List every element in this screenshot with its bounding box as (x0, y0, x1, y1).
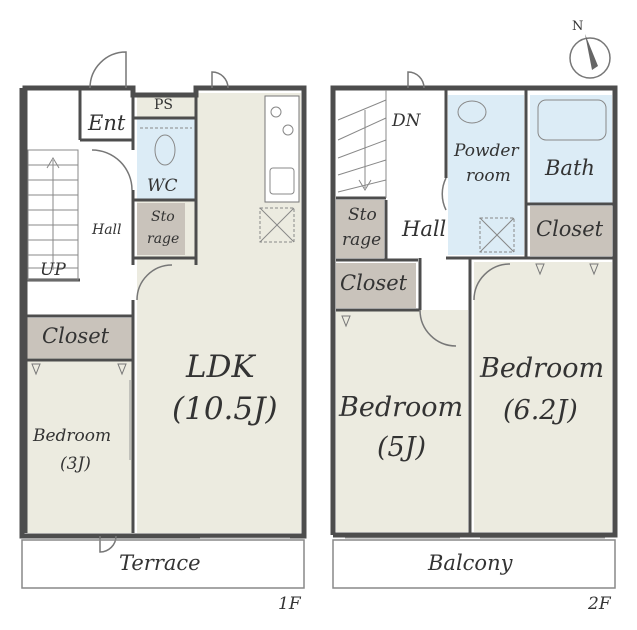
washer-space (479, 217, 515, 253)
1f-storage-fill (137, 203, 185, 255)
floor-2 (330, 71, 618, 589)
2f-label-powder-1: Powder (454, 141, 519, 161)
1f-label-ldk-name: LDK (186, 349, 255, 385)
1f-label-bedroom-size: (3J) (60, 454, 91, 474)
kitchen-counter (264, 95, 300, 203)
2f-closet-right-fill (530, 206, 612, 256)
1f-bedroom-fill (25, 358, 133, 533)
2f-label-bath: Bath (545, 156, 595, 180)
2f-floor-label: 2F (588, 594, 611, 614)
1f-entry-door (89, 51, 127, 89)
2f-powder-door (441, 177, 447, 211)
2f-powder-fill (448, 95, 524, 255)
2f-label-bedroom-right-name: Bedroom (480, 353, 605, 384)
compass-icon (569, 34, 611, 79)
2f-label-storage-2: rage (342, 230, 382, 250)
2f-bedroom-right-fill (474, 262, 612, 532)
bathtub-icon (537, 99, 607, 141)
toilet-icon (154, 134, 176, 166)
1f-interior-walls (25, 90, 198, 533)
1f-wc-fill (137, 118, 195, 200)
1f-top-door (211, 71, 229, 89)
2f-label-storage-1: Sto (348, 205, 377, 225)
floor-1 (19, 51, 307, 589)
2f-top-door (407, 71, 425, 89)
balcony-area (332, 539, 616, 589)
1f-label-bedroom-name: Bedroom (33, 426, 112, 446)
2f-label-dn: DN (392, 111, 421, 131)
1f-closet-fill (25, 318, 133, 358)
2f-label-bedroom-left-name: Bedroom (339, 392, 464, 423)
2f-label-hall: Hall (402, 217, 447, 241)
2f-label-balcony: Balcony (428, 551, 513, 575)
1f-label-closet: Closet (42, 324, 110, 348)
1f-label-up: UP (40, 260, 66, 280)
1f-floor-label: 1F (278, 594, 301, 614)
1f-label-ent: Ent (88, 111, 126, 135)
2f-closet-left-fill (336, 263, 416, 308)
sink-icon (269, 167, 295, 195)
2f-label-bedroom-left-size: (5J) (377, 432, 427, 463)
stove-burner-icon (270, 106, 282, 118)
1f-label-wc: WC (147, 176, 178, 196)
2f-storage-fill (336, 200, 384, 258)
1f-label-ps: PS (154, 97, 174, 113)
1f-label-terrace: Terrace (119, 551, 201, 575)
1f-label-hall: Hall (92, 222, 122, 238)
2f-interior-walls (336, 90, 615, 533)
2f-label-closet-left: Closet (340, 271, 408, 295)
1f-label-ldk-size: (10.5J) (172, 391, 278, 427)
2f-bedroom-left-fill (336, 310, 468, 532)
2f-bedroom-left-door (419, 309, 457, 347)
basin-icon (457, 100, 487, 124)
terrace-area (21, 539, 305, 589)
1f-label-storage-1: Sto (151, 209, 175, 225)
2f-bath-fill (530, 95, 612, 203)
2f-label-powder-2: room (466, 166, 511, 186)
2f-label-closet-right: Closet (536, 217, 604, 241)
2f-label-bedroom-right-size: (6.2J) (503, 395, 578, 426)
2f-outer-wall (330, 85, 618, 538)
fridge-space (259, 207, 295, 243)
1f-stairs (27, 149, 79, 281)
compass-north-label: N (572, 19, 584, 34)
2f-stairs (337, 90, 387, 198)
1f-ldk-door (136, 264, 173, 301)
1f-label-storage-2: rage (147, 231, 180, 247)
1f-terrace-door (99, 535, 117, 553)
1f-wc-door (91, 149, 133, 191)
2f-bedroom-right-door (473, 263, 511, 301)
